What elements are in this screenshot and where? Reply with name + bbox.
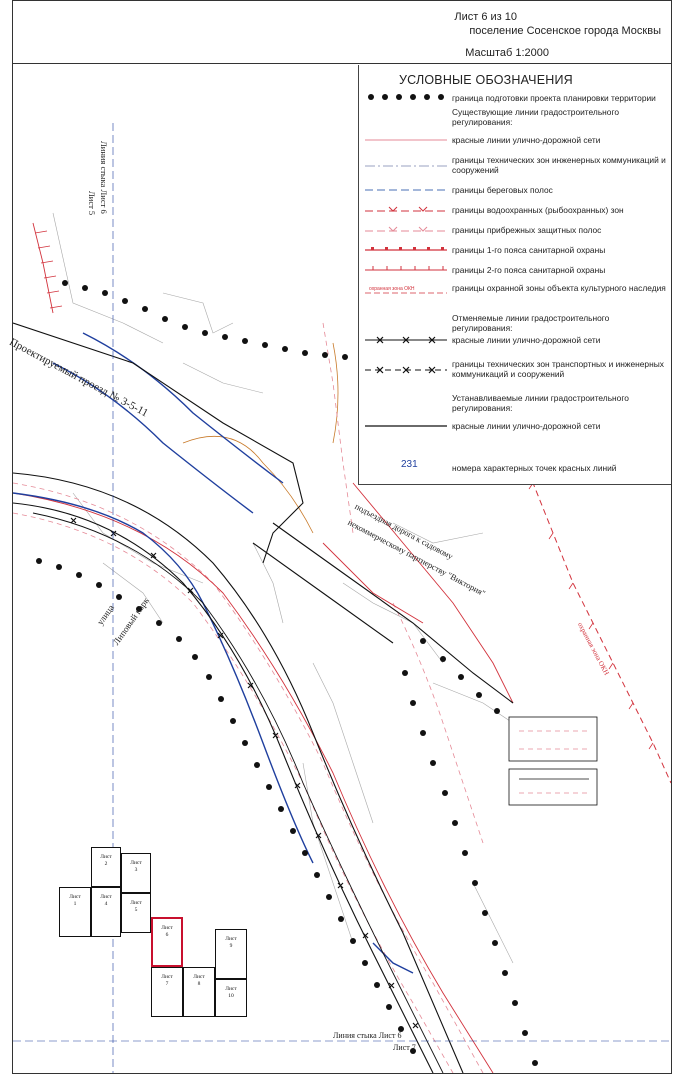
legend-symbol-cancelled-red xyxy=(365,336,447,344)
map-scale: Масштаб 1:2000 xyxy=(465,47,549,59)
legend-label-coastal-strips: границы прибрежных защитных полос xyxy=(452,225,602,235)
legend-label-heritage: границы охранной зоны объекта культурног… xyxy=(452,283,666,293)
base-map-features xyxy=(52,212,514,964)
legend-point-sample: 231 xyxy=(401,459,418,470)
legend-label-established-red: красные линии улично-дорожной сети xyxy=(452,421,601,431)
legend-label-red-lines: красные линии улично-дорожной сети xyxy=(452,135,601,145)
legend-symbol-planning-border xyxy=(368,94,444,100)
stitch-label-bottom-2: Лист 7 xyxy=(393,1043,416,1052)
sheet-index-cell-9: Лист 9 xyxy=(215,929,247,979)
orange-contour xyxy=(182,436,314,534)
legend-label-water-protection: границы водоохранных (рыбоохранных) зон xyxy=(452,205,624,215)
sheet-index-cell-3: Лист 3 xyxy=(121,853,151,893)
blue-point-chain-lower xyxy=(13,492,414,974)
sheet-index-cell-5: Лист 5 xyxy=(121,893,151,933)
sheet-index-cell-2: Лист 2 xyxy=(91,847,121,887)
sheet-index-cell-4: Лист 4 xyxy=(91,887,121,937)
legend-symbol-red-lines xyxy=(365,139,447,141)
map-sheet: Лист 6 из 10 поселение Сосенское города … xyxy=(7,0,672,1074)
legend-label-cancelled-red: красные линии улично-дорожной сети xyxy=(452,335,601,345)
sheet-index-cell-7: Лист 7 xyxy=(151,967,183,1017)
settlement-name: поселение Сосенское города Москвы xyxy=(469,25,661,37)
stitch-label-top-2: Лист 5 xyxy=(87,191,97,216)
inset-legend-2 xyxy=(508,768,598,806)
legend-symbol-sanitary2 xyxy=(365,266,447,271)
legend-label-planning-border: граница подготовки проекта планировки те… xyxy=(452,93,656,103)
legend-symbol-coastal-strips xyxy=(365,226,447,232)
legend-symbol-sanitary1 xyxy=(365,247,447,251)
legend-label-shore: границы береговых полос xyxy=(452,185,553,195)
legend-heritage-sample: охранная зона ОКН xyxy=(369,286,415,292)
stitch-label-top: Линия стыка Лист 6 xyxy=(99,141,109,214)
sheet-index-cell-8: Лист 8 xyxy=(183,967,215,1017)
legend-symbol-tech-zones xyxy=(365,165,447,167)
heritage-ticks xyxy=(508,442,654,750)
sheet-number: Лист 6 из 10 xyxy=(454,11,517,23)
legend-symbol-water-protection xyxy=(365,206,447,212)
stitch-label-bottom-1: Линия стыка Лист 6 xyxy=(333,1031,402,1040)
legend-panel: УСЛОВНЫЕ ОБОЗНАЧЕНИЯ граница подготовки … xyxy=(358,65,671,485)
legend-symbol-established-red xyxy=(365,425,447,427)
legend-title: УСЛОВНЫЕ ОБОЗНАЧЕНИЯ xyxy=(399,73,573,87)
legend-symbol-cancelled-tech xyxy=(365,366,447,374)
legend-label-tech-zones: границы технических зон инженерных комму… xyxy=(452,155,666,175)
planning-border-dots xyxy=(36,280,538,1066)
legend-label-points: номера характерных точек красных линий xyxy=(452,463,617,473)
red-left-ticks xyxy=(34,230,63,309)
legend-symbol-heritage: охранная зона ОКН xyxy=(365,286,447,294)
legend-label-cancelled-tech: границы технических зон транспортных и и… xyxy=(452,359,664,379)
blue-point-chain-upper xyxy=(52,332,284,514)
sheet-index-cell-6-current: Лист 6 xyxy=(151,917,183,967)
legend-symbol-shore xyxy=(365,189,447,191)
map-drawing xyxy=(13,123,671,1073)
legend-label-sanitary2: границы 2-го пояса санитарной охраны xyxy=(452,265,606,275)
inset-legend-1 xyxy=(508,716,598,762)
legend-established-head: Устанавливаемые линии градостроительного… xyxy=(452,393,629,413)
legend-label-sanitary1: границы 1-го пояса санитарной охраны xyxy=(452,245,606,255)
legend-existing-head: Существующие линии градостроительного ре… xyxy=(452,107,619,127)
cancelled-crosses xyxy=(70,517,419,1029)
sheet-index-cell-1: Лист 1 xyxy=(59,887,91,937)
legend-cancelled-head: Отменяемые линии градостроительного регу… xyxy=(452,313,610,333)
sheet-index-cell-10: Лист 10 xyxy=(215,979,247,1017)
sheet-header: Лист 6 из 10 поселение Сосенское города … xyxy=(13,1,671,64)
cancelled-lines xyxy=(32,512,444,1073)
